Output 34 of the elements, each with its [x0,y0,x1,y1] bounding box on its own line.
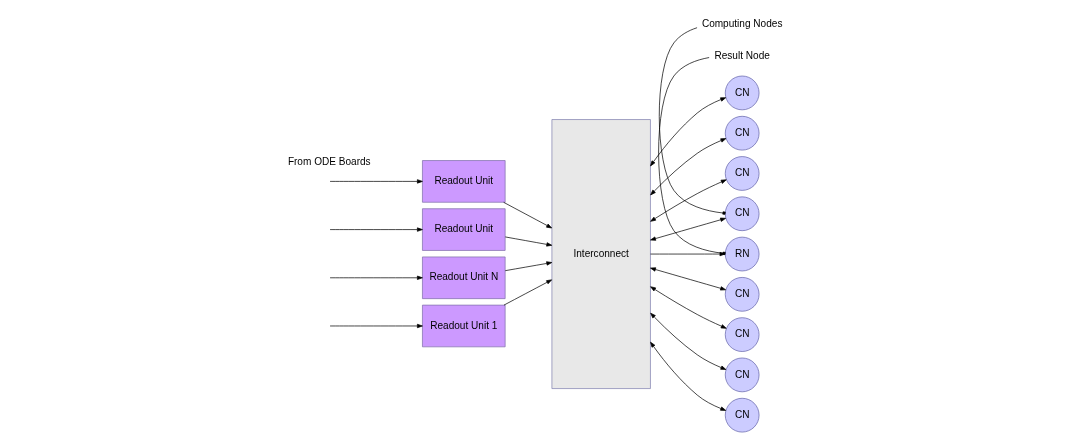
arrow [650,312,727,370]
node-box: Readout Unit N [422,256,506,299]
node-circle: CN [724,75,760,111]
node-box: Readout Unit [422,160,506,203]
arrow [503,279,553,306]
label: From ODE Boards [287,155,371,167]
node-text: Computing Nodes [701,17,783,29]
connector [658,57,726,255]
node-box: Readout Unit [422,208,506,251]
arrow [650,341,727,411]
arrow [650,97,727,167]
arrow [504,261,553,272]
arrow [650,286,727,329]
arrow [650,179,727,222]
node-circle: CN [724,156,760,191]
arrow [503,201,553,229]
node-text: Result Node [714,49,770,61]
arrow [650,217,726,241]
arrow [650,138,727,196]
arrow [329,179,423,184]
node-circle: CN [724,357,760,393]
arrow [329,227,423,232]
arrow [329,275,423,280]
arrow [329,323,423,329]
arrow [504,236,553,247]
node-box: Interconnect [551,119,651,389]
node-circle: CN [724,277,760,312]
node-circle: CN [724,397,760,433]
arrow [650,267,726,291]
node-box: Readout Unit 1 [422,304,506,348]
node-circle: CN [724,115,760,151]
arrow [650,251,726,257]
node-circle: CN [724,317,760,352]
connector [658,27,726,215]
